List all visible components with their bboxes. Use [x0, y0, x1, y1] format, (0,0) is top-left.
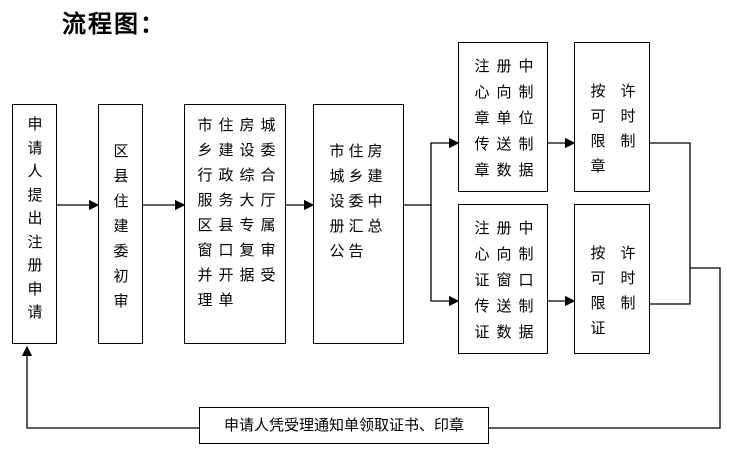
step-seal-data-col-2: 册向单送数 [496, 57, 512, 179]
step-collect-box: 申请人凭受理通知单领取证书、印章 [199, 407, 489, 444]
step-hall-col-4: 城委合厅属审受 [260, 116, 276, 284]
step-cert-limit-box: 按可限证 许时制 [574, 204, 650, 354]
arrow-summary-to-cert [430, 205, 460, 307]
step-cert-data-box: 注心证传证 册向窗送数 中制口制据 [458, 204, 548, 354]
page-title: 流程图： [62, 10, 166, 38]
step-hall-col-3: 房设综大专复据 [239, 116, 255, 284]
step-summary-col-3: 房建中总 [367, 142, 383, 235]
arrow-footer-to-apply [21, 345, 199, 429]
step-seal-data-col-3: 中制位制据 [518, 57, 534, 179]
step-county-review-box: 区县住建委初审 [98, 104, 143, 344]
step-county-review-text: 区县住建委初审 [113, 142, 129, 310]
step-cert-data-col-3: 中制口制据 [518, 219, 534, 341]
step-seal-data-col-1: 注心章传章 [474, 57, 490, 179]
step-hall-col-1: 市乡行服区窗并理 [197, 116, 213, 309]
step-seal-limit-col-1: 按可限章 [590, 82, 606, 175]
connector-seal-cert-merge [650, 142, 691, 305]
arrow-summary-to-seal [404, 137, 460, 206]
step-cert-limit-col-1: 按可限证 [590, 244, 606, 337]
connector-to-footer [489, 267, 721, 429]
step-cert-data-col-2: 册向窗送数 [496, 219, 512, 341]
step-cert-data-col-1: 注心证传证 [474, 219, 490, 341]
step-apply-text: 申请人提出注册申请 [27, 115, 43, 321]
step-summary-col-2: 住乡委汇告 [348, 142, 364, 260]
step-apply-box: 申请人提出注册申请 [12, 104, 57, 344]
step-summary-col-1: 市城设册公 [329, 142, 345, 260]
step-hall-col-2: 住建政务县口开单 [218, 116, 234, 309]
step-cert-limit-col-2: 许时制 [620, 244, 636, 312]
step-seal-limit-box: 按可限章 许时制 [574, 42, 650, 192]
step-hall-accept-box: 市乡行服区窗并理 住建政务县口开单 房设综大专复据 城委合厅属审受 [184, 104, 286, 344]
step-seal-data-box: 注心章传章 册向单送数 中制位制据 [458, 42, 548, 192]
step-seal-limit-col-2: 许时制 [620, 82, 636, 150]
